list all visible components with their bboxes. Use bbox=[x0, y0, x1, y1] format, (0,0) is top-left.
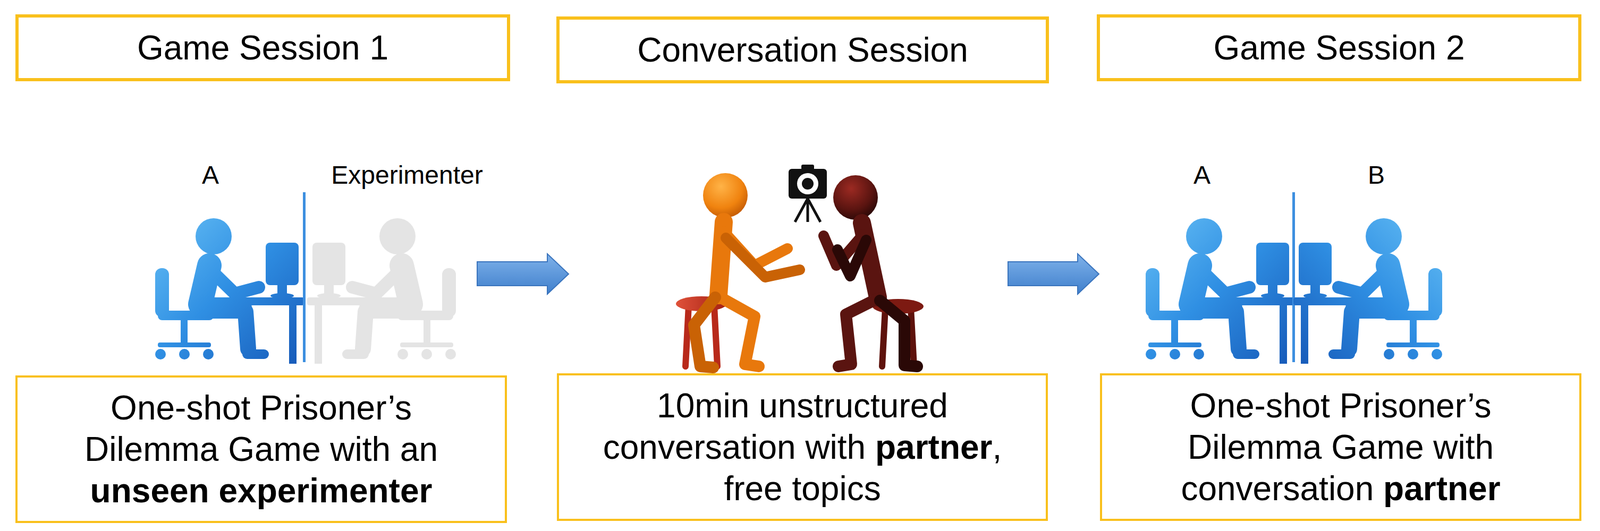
speaker-figure bbox=[703, 173, 748, 218]
participant-figure bbox=[1145, 218, 1295, 364]
description-box: One-shot Prisoner’s Dilemma Game with an… bbox=[15, 375, 507, 524]
participant-figure bbox=[1293, 218, 1443, 364]
speaker-figure bbox=[725, 238, 800, 278]
session-header: Conversation Session bbox=[556, 16, 1049, 84]
flow-arrow bbox=[1008, 254, 1099, 295]
divider-line bbox=[302, 192, 306, 363]
experimenter-figure bbox=[307, 218, 456, 364]
listener-figure bbox=[879, 300, 918, 367]
camera-icon bbox=[794, 198, 821, 223]
flow-arrow bbox=[1008, 254, 1099, 295]
experimenter-figure bbox=[307, 218, 456, 364]
participant-figure bbox=[1293, 218, 1443, 364]
divider-line bbox=[302, 192, 306, 363]
role-label: B bbox=[1367, 161, 1385, 190]
flow-arrow bbox=[477, 254, 569, 295]
speaker-figure bbox=[693, 222, 800, 368]
participant-figure bbox=[155, 218, 304, 364]
description-text: One-shot Prisoner’s Dilemma Game with co… bbox=[1133, 385, 1548, 510]
header-text: Game Session 1 bbox=[137, 27, 389, 69]
listener-figure bbox=[833, 175, 878, 220]
camera-icon bbox=[788, 168, 827, 199]
role-label: Experimenter bbox=[331, 161, 483, 190]
listener-figure bbox=[837, 240, 867, 277]
camera-icon bbox=[801, 178, 814, 190]
header-text: Conversation Session bbox=[637, 29, 969, 71]
description-text: 10min unstructured conversation with par… bbox=[584, 385, 1021, 510]
description-box: One-shot Prisoner’s Dilemma Game with co… bbox=[1099, 373, 1582, 522]
listener-figure bbox=[823, 175, 918, 367]
listener-figure bbox=[823, 223, 918, 367]
session-header: Game Session 2 bbox=[1096, 14, 1582, 82]
participant-figure bbox=[1145, 218, 1295, 364]
flow-arrow bbox=[477, 254, 569, 295]
header-text: Game Session 2 bbox=[1213, 27, 1465, 69]
speaker-figure bbox=[693, 297, 716, 368]
role-label: A bbox=[1193, 161, 1211, 190]
divider-line bbox=[1292, 192, 1295, 363]
divider-line bbox=[1292, 192, 1295, 363]
camera-icon bbox=[797, 173, 819, 195]
speaker-figure bbox=[718, 296, 759, 367]
camera-icon bbox=[788, 164, 827, 223]
description-box: 10min unstructured conversation with par… bbox=[556, 373, 1048, 522]
listener-figure bbox=[838, 298, 878, 367]
session-header: Game Session 1 bbox=[15, 14, 511, 82]
description-text: One-shot Prisoner’s Dilemma Game with an… bbox=[54, 387, 469, 512]
speaker-figure bbox=[693, 173, 800, 368]
participant-figure bbox=[155, 218, 304, 364]
role-label: A bbox=[201, 161, 219, 190]
